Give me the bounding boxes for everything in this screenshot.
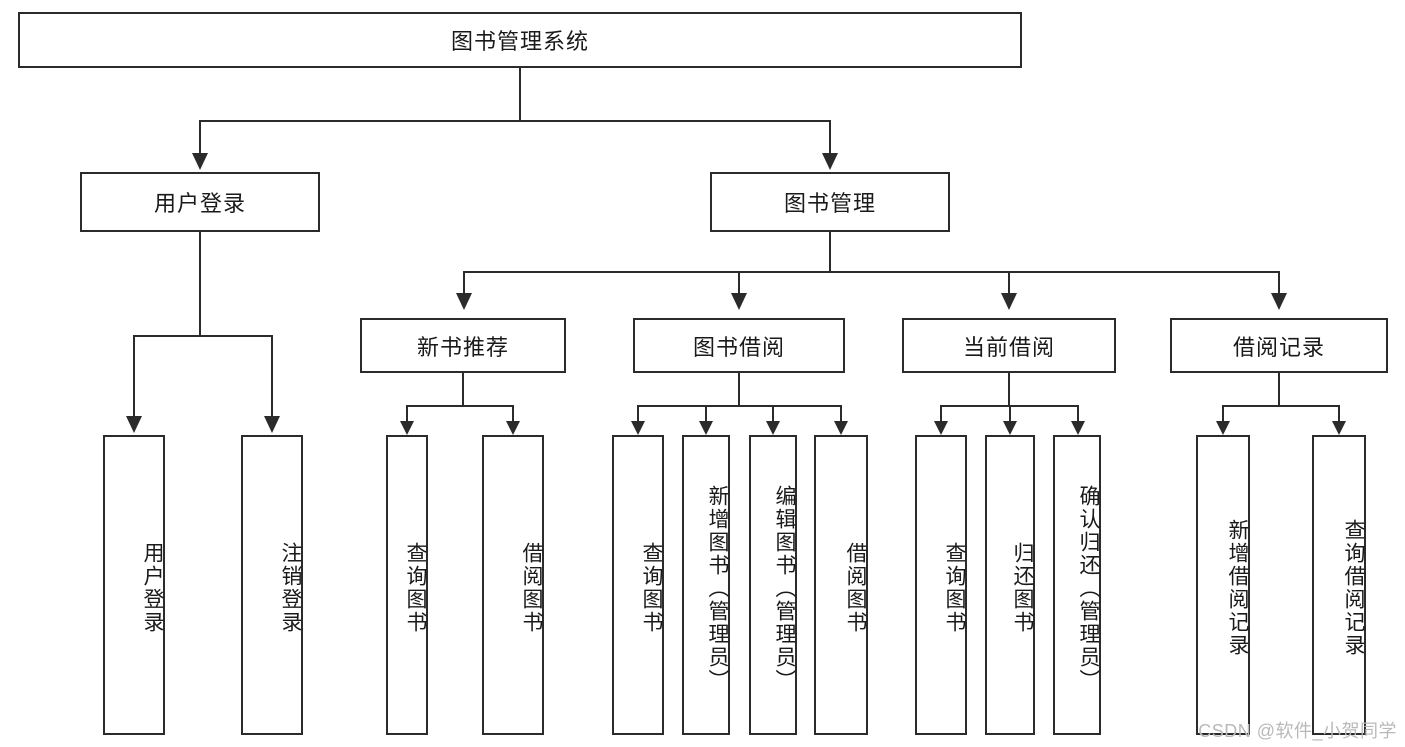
connector-to-leaf-borrow-book-2 — [840, 405, 842, 423]
connector-to-current-borrow — [1008, 271, 1010, 295]
node-book-manage[interactable]: 图书管理 — [710, 172, 950, 232]
node-label: 用户登录 — [141, 542, 164, 634]
arrow-to-leaf-logout-login — [264, 416, 280, 433]
node-label: 查询图书 — [404, 542, 427, 634]
connector-to-leaf-query-book-2 — [637, 405, 639, 423]
node-label: 查询图书 — [640, 542, 663, 634]
node-label: 图书管理 — [783, 191, 876, 216]
arrow-to-borrow-record — [1271, 293, 1287, 310]
arrow-to-leaf-borrow-book-2 — [834, 421, 848, 435]
node-label: 图书管理系统 — [450, 29, 589, 54]
connector-borrow-record-bar — [1222, 405, 1340, 407]
connector-to-new-book-recommend — [463, 271, 465, 295]
node-label: 编辑图书（管理员） — [773, 484, 796, 692]
connector-to-leaf-edit-book — [772, 405, 774, 423]
arrow-to-leaf-edit-book — [766, 421, 780, 435]
connector-to-book-borrow — [738, 271, 740, 295]
connector-to-leaf-confirm-return — [1077, 405, 1079, 423]
arrow-to-user-login — [192, 153, 208, 170]
node-label: 新增图书（管理员） — [706, 484, 729, 692]
arrow-to-leaf-user-login — [126, 416, 142, 433]
connector-new-book-recommend-bar — [406, 405, 514, 407]
connector-to-leaf-query-book-1 — [406, 405, 408, 423]
arrow-to-leaf-query-record — [1332, 421, 1346, 435]
node-leaf-return-book[interactable]: 归还图书 — [985, 435, 1035, 735]
arrow-to-new-book-recommend — [456, 293, 472, 310]
connector-user-login-bar — [133, 335, 273, 337]
node-label: 新增借阅记录 — [1226, 519, 1249, 657]
arrow-to-leaf-query-book-2 — [631, 421, 645, 435]
connector-new-book-recommend-stem — [462, 373, 464, 405]
arrow-to-leaf-add-book — [699, 421, 713, 435]
arrow-to-leaf-query-book-1 — [400, 421, 414, 435]
arrow-to-leaf-confirm-return — [1071, 421, 1085, 435]
node-leaf-query-book-2[interactable]: 查询图书 — [612, 435, 664, 735]
connector-to-book-manage — [829, 120, 831, 155]
connector-book-manage-stem — [829, 232, 831, 271]
arrow-to-book-manage — [822, 153, 838, 170]
node-label: 查询借阅记录 — [1342, 519, 1365, 657]
connector-to-leaf-add-record — [1222, 405, 1224, 423]
node-leaf-query-book-3[interactable]: 查询图书 — [915, 435, 967, 735]
node-leaf-add-record[interactable]: 新增借阅记录 — [1196, 435, 1250, 735]
node-borrow-record[interactable]: 借阅记录 — [1170, 318, 1388, 373]
node-label: 借阅图书 — [520, 542, 543, 634]
node-label: 图书借阅 — [692, 334, 785, 360]
connector-book-borrow-bar — [637, 405, 842, 407]
arrow-to-leaf-query-book-3 — [934, 421, 948, 435]
node-new-book-recommend[interactable]: 新书推荐 — [360, 318, 566, 373]
node-leaf-query-book-1[interactable]: 查询图书 — [386, 435, 428, 735]
node-leaf-add-book[interactable]: 新增图书（管理员） — [682, 435, 730, 735]
connector-borrow-record-stem — [1278, 373, 1280, 405]
node-label: 当前借阅 — [962, 334, 1055, 360]
node-label: 注销登录 — [279, 542, 302, 634]
arrow-to-book-borrow — [731, 293, 747, 310]
node-label: 确认归还（管理员） — [1077, 484, 1100, 692]
arrow-to-leaf-add-record — [1216, 421, 1230, 435]
connector-book-borrow-stem — [738, 373, 740, 405]
node-leaf-borrow-book-2[interactable]: 借阅图书 — [814, 435, 868, 735]
connector-root-bar — [199, 120, 831, 122]
node-label: 借阅图书 — [844, 542, 867, 634]
connector-user-login-stem — [199, 232, 201, 335]
connector-current-borrow-stem — [1008, 373, 1010, 405]
arrow-to-current-borrow — [1001, 293, 1017, 310]
node-label: 用户登录 — [153, 191, 246, 216]
csdn-watermark: CSDN @软件_小贺同学 — [1198, 721, 1397, 741]
connector-book-manage-bar — [463, 271, 1280, 273]
connector-to-leaf-query-record — [1338, 405, 1340, 423]
connector-to-leaf-logout-login — [271, 335, 273, 418]
node-leaf-edit-book[interactable]: 编辑图书（管理员） — [749, 435, 797, 735]
node-leaf-query-record[interactable]: 查询借阅记录 — [1312, 435, 1366, 735]
node-leaf-confirm-return[interactable]: 确认归还（管理员） — [1053, 435, 1101, 735]
node-label: 查询图书 — [943, 542, 966, 634]
arrow-to-leaf-borrow-book-1 — [506, 421, 520, 435]
connector-to-borrow-record — [1278, 271, 1280, 295]
node-label: 借阅记录 — [1232, 334, 1325, 360]
node-leaf-user-login[interactable]: 用户登录 — [103, 435, 165, 735]
connector-to-leaf-query-book-3 — [940, 405, 942, 423]
connector-to-leaf-borrow-book-1 — [512, 405, 514, 423]
connector-to-leaf-add-book — [705, 405, 707, 423]
node-book-borrow[interactable]: 图书借阅 — [633, 318, 845, 373]
connector-to-leaf-return-book — [1009, 405, 1011, 423]
node-label: 新书推荐 — [416, 334, 509, 360]
node-leaf-borrow-book-1[interactable]: 借阅图书 — [482, 435, 544, 735]
node-leaf-logout-login[interactable]: 注销登录 — [241, 435, 303, 735]
node-current-borrow[interactable]: 当前借阅 — [902, 318, 1116, 373]
connector-root-stem — [519, 68, 521, 120]
arrow-to-leaf-return-book — [1003, 421, 1017, 435]
node-user-login[interactable]: 用户登录 — [80, 172, 320, 232]
connector-to-user-login — [199, 120, 201, 155]
connector-to-leaf-user-login — [133, 335, 135, 418]
node-label: 归还图书 — [1011, 542, 1034, 634]
node-root-book-management-system[interactable]: 图书管理系统 — [18, 12, 1022, 68]
